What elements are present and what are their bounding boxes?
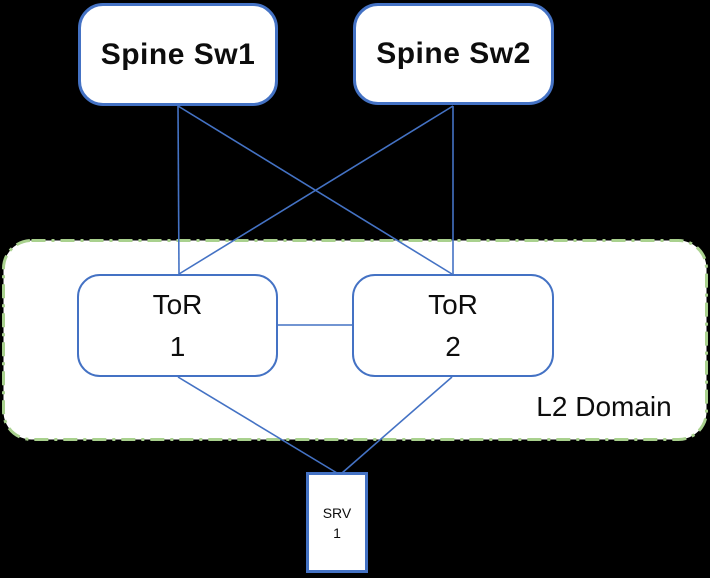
link-spine1-tor1	[177, 105, 180, 275]
link-tor2-srv1	[341, 376, 453, 474]
node-tor-1-number: 1	[169, 330, 186, 362]
link-tor1-srv1	[177, 376, 338, 474]
link-spine1-tor2	[177, 105, 453, 275]
node-spine-sw2-label: Spine Sw2	[376, 37, 531, 70]
node-srv-1-number: 1	[333, 524, 341, 541]
node-spine-sw1: Spine Sw1	[78, 3, 278, 106]
node-tor-1-name: ToR	[152, 288, 203, 320]
link-spine2-tor1	[178, 105, 454, 275]
node-tor-2-number: 2	[445, 330, 461, 362]
node-spine-sw2: Spine Sw2	[353, 3, 554, 105]
l2-domain-label: L2 Domain	[536, 391, 672, 422]
node-tor-1: ToR 1	[77, 274, 278, 377]
node-tor-2: ToR 2	[352, 274, 554, 377]
node-srv-1: SRV 1	[306, 472, 368, 573]
node-srv-1-name: SRV	[322, 504, 352, 521]
node-tor-2-name: ToR	[428, 288, 478, 320]
node-spine-sw1-label: Spine Sw1	[100, 37, 256, 71]
